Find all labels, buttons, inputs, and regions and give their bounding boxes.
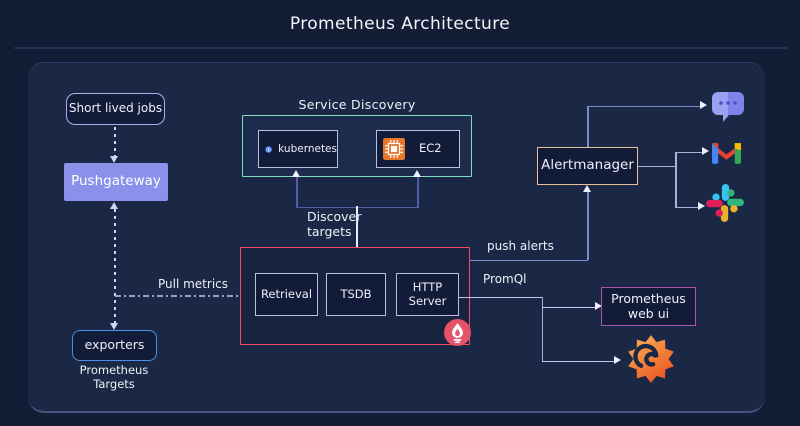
edge-pull-metrics [115,295,255,297]
tsdb-node: TSDB [326,273,386,316]
kubernetes-label: kubernetes [278,142,337,155]
edge-discover-stem [356,206,358,247]
arrowhead-into-gmail [702,147,709,155]
edge-alertmanager-chat-h [587,105,700,107]
edge-to-grafana-h [541,360,616,362]
exporters-node: exporters [72,330,157,361]
edge-alertmanager-right-h [638,165,676,167]
arrowhead-into-pushgateway-bottom [110,202,118,209]
edge-promql-v [541,297,543,361]
discover-targets-label: Discover targets [307,209,362,239]
slack-icon [706,184,744,222]
pushgateway-label: Pushgateway [71,173,161,190]
short-lived-jobs-label: Short lived jobs [68,101,163,116]
arrowhead-into-alertmanager [583,185,591,192]
http-server-label: HTTP Server [408,280,447,308]
kubernetes-icon [265,145,272,153]
ec2-label: EC2 [419,141,442,156]
retrieval-label: Retrieval [260,286,313,301]
edge-pushgateway-exporters [114,209,116,325]
edge-discover-right [417,177,419,208]
gmail-icon [712,143,741,164]
pull-metrics-label: Pull metrics [158,277,229,291]
arrowhead-into-slack [698,202,705,210]
grafana-icon [628,335,674,383]
edge-notify-v [675,152,677,208]
prometheus-web-ui-node: Prometheus web ui [601,287,696,326]
alertmanager-node: Alertmanager [537,147,638,185]
kubernetes-node: kubernetes [258,130,338,168]
retrieval-node: Retrieval [255,273,318,316]
title-separator [14,47,788,49]
alertmanager-label: Alertmanager [541,157,634,174]
arrowhead-into-exporters-top [110,323,118,330]
edge-promql-h1 [459,296,543,298]
ec2-node: EC2 [376,130,460,168]
webui-label-line1: Prometheus [611,291,686,307]
http-server-node: HTTP Server [396,273,459,316]
prometheus-targets-label: Prometheus Targets [79,363,149,391]
edge-to-gmail-h [675,151,703,153]
edge-push-alerts-v [587,192,589,260]
edge-discover-left [296,177,298,208]
pushgateway-node: Pushgateway [64,163,168,201]
arrowhead-into-webui [595,302,602,310]
prometheus-icon [444,319,471,346]
short-lived-jobs-node: Short lived jobs [66,93,165,125]
tsdb-label: TSDB [340,286,372,301]
edge-to-webui-h [541,306,597,308]
arrowhead-into-ec2 [413,170,421,177]
promql-label: PromQl [483,272,527,286]
webui-label-line2: web ui [627,305,670,321]
ec2-icon [383,138,405,160]
edge-push-alerts-h [470,259,588,261]
page-title: Prometheus Architecture [289,14,511,34]
edge-alertmanager-top-v [587,106,589,147]
arrowhead-into-kubernetes [292,170,300,177]
chat-icon [712,92,744,122]
service-discovery-title: Service Discovery [298,97,416,112]
push-alerts-label: push alerts [487,239,554,253]
exporters-label: exporters [84,337,145,353]
arrowhead-into-chat [700,101,707,109]
arrowhead-into-grafana [614,356,621,364]
edge-jobs-to-pushgateway [114,127,116,157]
edge-to-slack-h [675,206,699,208]
arrowhead-into-pushgateway-top [110,156,118,163]
